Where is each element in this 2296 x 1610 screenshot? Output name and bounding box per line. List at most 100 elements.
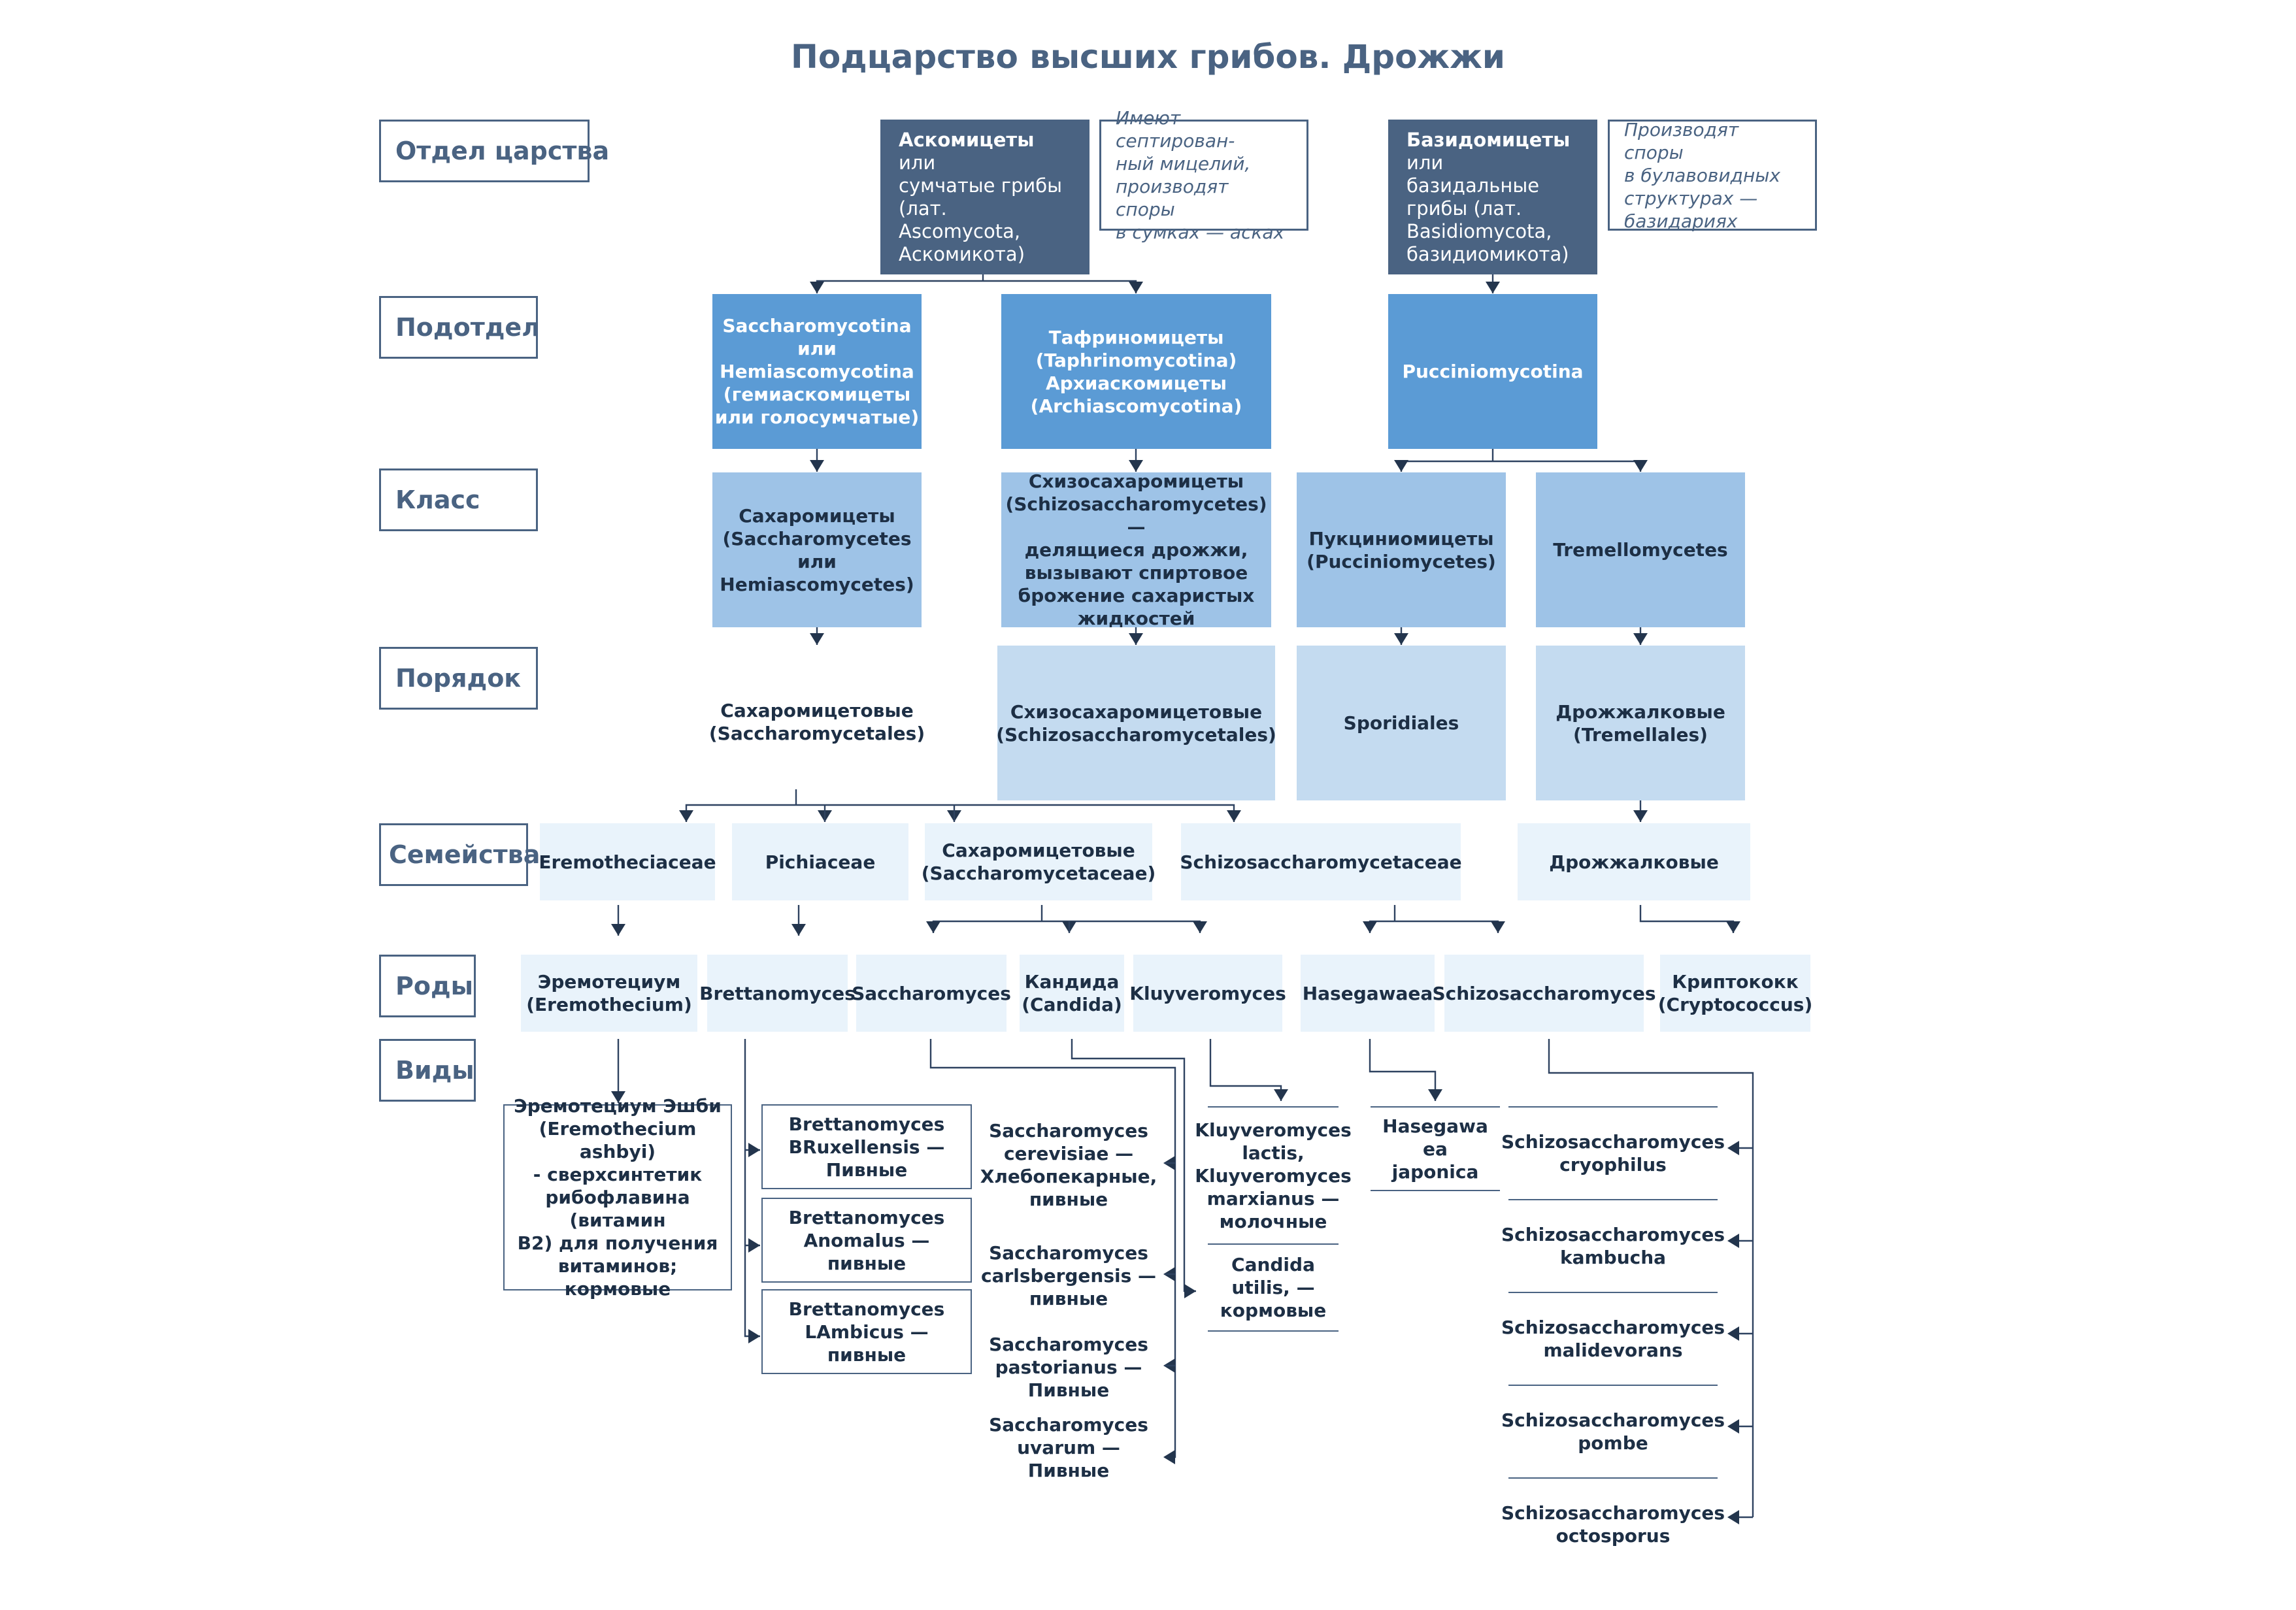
species-brettanomyces-lambicus: Brettanomyces LAmbicus — пивные xyxy=(761,1289,972,1374)
node-sporidiales: Sporidiales xyxy=(1297,646,1506,800)
diagram-title: Подцарство высших грибов. Дрожжи xyxy=(791,38,1505,76)
arrow-down-icon xyxy=(810,282,824,293)
node-pucciniomycotina: Pucciniomycotina xyxy=(1388,294,1597,449)
level-subdivision: Подотдел xyxy=(379,296,540,359)
node-pichiaceae: Pichiaceae xyxy=(732,823,908,900)
node-schizosaccharomyces: Schizosaccharomyces xyxy=(1432,955,1656,1032)
ascomycota-name: Аскомицеты xyxy=(899,128,1035,151)
connector xyxy=(744,1039,760,1338)
connector xyxy=(1369,1039,1437,1101)
species-saccharomyces-cerevisiae: Saccharomyces cerevisiae — Хлебопекарные… xyxy=(980,1120,1157,1210)
node-eremotheciaceae: Eremotheciaceae xyxy=(539,823,716,900)
species-schizo-malidevorans: Schizosaccharomyces malidevorans xyxy=(1501,1292,1725,1385)
level-species: Виды xyxy=(379,1039,476,1102)
node-ascomycota-text: Аскомицеты или сумчатые грибы (лат. Asco… xyxy=(899,129,1071,266)
arrow-left-icon xyxy=(1727,1141,1739,1155)
node-pucciniomycetes: Пукциниомицеты (Pucciniomycetes) xyxy=(1297,472,1506,627)
node-schizosaccharomycetaceae: Schizosaccharomycetaceae xyxy=(1180,823,1462,900)
species-kluyveromyces-lactis: Kluyveromyces lactis, Kluyveromyces marx… xyxy=(1195,1106,1352,1243)
connector xyxy=(1400,460,1642,472)
node-schizosaccharomycetales: Схизосахаромицетовые (Schizosaccharomyce… xyxy=(996,646,1276,800)
node-candida: Кандида (Candida) xyxy=(1020,955,1124,1032)
node-tremellomycetes: Tremellomycetes xyxy=(1536,472,1745,627)
node-taphrinomycotina: Тафриномицеты (Taphrinomycotina) Архиаск… xyxy=(1001,294,1271,449)
connector xyxy=(1209,1039,1282,1101)
level-families: Семейства xyxy=(379,823,540,886)
node-kluyveromyces: Kluyveromyces xyxy=(1129,955,1286,1032)
node-saccharomycotina: Saccharomycotina или Hemiascomycotina (г… xyxy=(712,294,922,449)
arrow-down-icon xyxy=(679,810,693,822)
level-division: Отдел царства xyxy=(379,120,609,182)
species-candida-utilis: Candida utilis, — кормовые xyxy=(1208,1243,1339,1332)
connector xyxy=(1639,905,1735,933)
node-ascomycota: Аскомицеты или сумчатые грибы (лат. Asco… xyxy=(880,120,1090,274)
node-hasegawaea: Hasegawaea xyxy=(1301,955,1435,1032)
arrow-down-icon xyxy=(1428,1089,1442,1101)
node-cryptococcus: Криптококк (Cryptococcus) xyxy=(1658,955,1812,1032)
arrow-down-icon xyxy=(1227,810,1241,822)
arrow-right-icon xyxy=(748,1143,760,1157)
arrow-down-icon xyxy=(810,460,824,472)
note-basidiomycota: Производят споры в булавовидных структур… xyxy=(1608,119,1817,232)
species-schizo-cryophilus: Schizosaccharomyces cryophilus xyxy=(1501,1106,1725,1199)
arrow-down-icon xyxy=(926,921,940,933)
arrow-down-icon xyxy=(611,924,625,936)
level-genera: Роды xyxy=(379,955,476,1017)
node-saccharomycetales: Сахаромицетовые (Saccharomycetales) xyxy=(708,700,925,744)
arrow-left-icon xyxy=(1727,1326,1739,1341)
connector xyxy=(816,280,1137,293)
arrow-down-icon xyxy=(1129,460,1143,472)
connector xyxy=(1369,920,1499,933)
node-schizosaccharomycetes: Схизосахаромицеты (Schizosaccharomycetes… xyxy=(1001,470,1271,629)
arrow-right-icon xyxy=(748,1238,760,1253)
arrow-down-icon xyxy=(791,924,806,936)
arrow-down-icon xyxy=(1394,460,1408,472)
level-order: Порядок xyxy=(379,647,538,710)
ascomycota-desc: или сумчатые грибы (лат. Ascomycota, Аск… xyxy=(899,151,1063,265)
species-brettanomyces-anomalus: Brettanomyces Anomalus — пивные xyxy=(761,1198,972,1283)
level-class: Класс xyxy=(379,468,538,531)
species-saccharomyces-carlsbergensis: Saccharomyces carlsbergensis — пивные xyxy=(980,1242,1157,1309)
arrow-down-icon xyxy=(1363,921,1377,933)
species-saccharomyces-uvarum: Saccharomyces uvarum —Пивные xyxy=(989,1413,1148,1481)
connector xyxy=(685,804,1235,822)
node-basidiomycota-text: Базидомицеты или базидальные грибы (лат.… xyxy=(1406,129,1579,266)
species-eremothecium-ashbyi: Эремотециум Эшби (Eremothecium ashbyi) -… xyxy=(503,1095,732,1300)
arrow-down-icon xyxy=(1633,460,1648,472)
node-saccharomycetes: Сахаромицеты (Saccharomycetes или Hemias… xyxy=(712,472,922,627)
node-saccharomyces: Saccharomyces xyxy=(852,955,1011,1032)
node-eremothecium: Эремотециум (Eremothecium) xyxy=(521,955,697,1032)
node-tremellales: Дрожжалковые (Tremellales) xyxy=(1536,646,1745,800)
arrow-down-icon xyxy=(1633,810,1648,822)
arrow-down-icon xyxy=(1726,921,1740,933)
arrow-right-icon xyxy=(748,1329,760,1343)
species-saccharomyces-pastorianus: Saccharomyces pastorianus — Пивные xyxy=(989,1334,1148,1401)
arrow-down-icon xyxy=(810,633,824,645)
node-brettanomyces: Brettanomyces xyxy=(699,955,856,1032)
arrow-down-icon xyxy=(1633,633,1648,645)
arrow-down-icon xyxy=(1274,1089,1288,1101)
arrow-down-icon xyxy=(1491,921,1505,933)
arrow-left-icon xyxy=(1727,1234,1739,1248)
species-hasegawaea-japonica: Hasegawa ea japonica xyxy=(1371,1106,1500,1191)
arrow-down-icon xyxy=(1394,633,1408,645)
arrow-down-icon xyxy=(611,1091,625,1103)
arrow-left-icon xyxy=(1727,1419,1739,1434)
node-basidiomycota: Базидомицеты или базидальные грибы (лат.… xyxy=(1388,120,1597,274)
node-saccharomycetaceae: Сахаромицетовые (Saccharomycetaceae) xyxy=(922,823,1156,900)
species-schizo-pombe: Schizosaccharomyces pombe xyxy=(1501,1385,1725,1477)
basidiomycota-desc: или базидальные грибы (лат. Basidiomycot… xyxy=(1406,151,1569,265)
basidiomycota-name: Базидомицеты xyxy=(1406,128,1571,151)
node-tremellaceae: Дрожжалковые xyxy=(1518,823,1750,900)
arrow-right-icon xyxy=(1184,1284,1196,1298)
note-ascomycota: Имеют септирован- ный мицелий, производя… xyxy=(1099,107,1308,243)
arrow-down-icon xyxy=(1129,282,1143,293)
species-schizo-octosporus: Schizosaccharomyces octosporus xyxy=(1501,1477,1725,1570)
arrow-down-icon xyxy=(1129,633,1143,645)
connector xyxy=(1548,1039,1754,1517)
species-schizo-kambucha: Schizosaccharomyces kambucha xyxy=(1501,1199,1725,1292)
arrow-down-icon xyxy=(1486,282,1500,293)
arrow-left-icon xyxy=(1727,1510,1739,1524)
species-brettanomyces-bruxellensis: Brettanomyces BRuxellensis — Пивные xyxy=(761,1104,972,1189)
